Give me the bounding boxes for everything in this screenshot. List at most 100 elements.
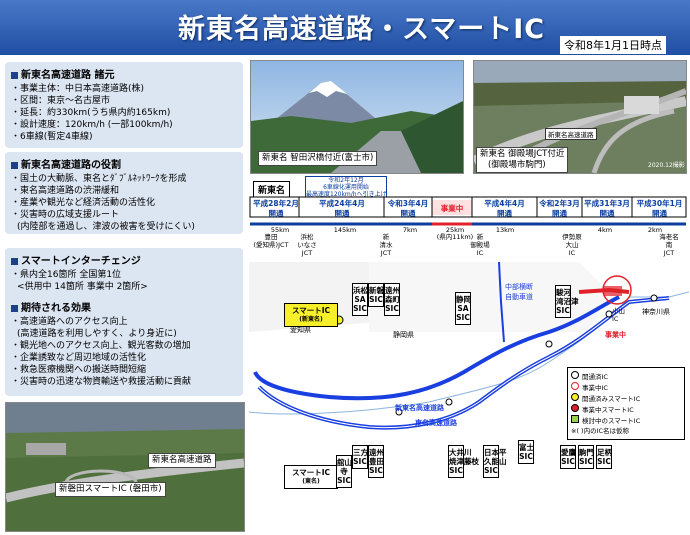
gotemba-caption: 新東名 御殿場JCT付近 (御殿場市駒門): [476, 147, 569, 173]
tl-open-2: 平成24年4月開通: [319, 199, 365, 218]
smart-item: 県内全16箇所 全国第1位: [11, 269, 237, 281]
timeline-dividers: [298, 197, 633, 217]
tl-open-4: 事業中: [440, 204, 464, 213]
bullet-square-icon: [11, 161, 18, 169]
tl-open-1: 平成28年2月開通: [253, 199, 299, 218]
old-sic-kanzanji: 舘山 寺 SIC: [336, 455, 352, 488]
new-sic-shizuoka: 静岡 SA SIC: [455, 292, 471, 325]
title-banner: 新東名高速道路・スマートIC 令和8年1月1日時点: [0, 0, 690, 55]
spec-item: 設計速度：120km/h (一部100km/h): [11, 119, 237, 131]
tl-from-2: 浜松 いなさ JCT: [297, 233, 317, 257]
role-panel: 新東名高速道路の役割 国土の大動脈、東名とﾀﾞﾌﾞﾙﾈｯﾄﾜｰｸを形成 東名高速…: [5, 152, 243, 234]
old-sic-kunozan: 日本平 久能山 SIC: [483, 445, 507, 478]
tl-open-5: 平成4年4月開通: [484, 199, 525, 218]
spec-item: 区間：東京～名古屋市: [11, 95, 237, 107]
tl-km-2: 145km: [333, 226, 357, 234]
new-sic-morimachi: 遠州 森町 SIC: [384, 283, 400, 316]
spec-panel: 新東名高速道路 諸元 事業主体：中日本高速道路(株) 区間：東京～名古屋市 延長…: [5, 62, 243, 148]
legend-item: 開通済みスマートIC: [571, 393, 681, 404]
tl-km-8: 2km: [647, 226, 663, 234]
smart-new-box: スマートIC(新東名): [284, 303, 338, 327]
chubu-label: 中部横断 自動車道: [505, 283, 533, 301]
page-title: 新東名高速道路・スマートIC: [178, 14, 546, 45]
old-sic-yaizu: 大井川 焼津藤枝 SIC: [448, 445, 479, 478]
jigyo-label: 事業中: [605, 331, 626, 339]
spec-item: 事業主体：中日本高速道路(株): [11, 83, 237, 95]
role-item: 東名高速道路の渋滞緩和: [11, 185, 237, 197]
old-sic-ashigara: 足柄 SIC: [596, 445, 612, 469]
role-item: 国土の大動脈、東名とﾀﾞﾌﾞﾙﾈｯﾄﾜｰｸを形成: [11, 173, 237, 185]
as-of-date: 令和8年1月1日時点: [560, 36, 666, 54]
new-tomei-line: [253, 295, 620, 401]
gotemba-photo: [473, 60, 687, 174]
tl-from-5: 新 御殿場 IC: [470, 233, 490, 257]
effects-item: 救急医療機関への搬送時間短縮: [11, 364, 237, 376]
tl-km-3: 7km: [402, 226, 418, 234]
effects-item: (高速道路を利用しやすく、より身近に): [17, 329, 177, 339]
tl-from-6: 伊勢原 大山 IC: [562, 233, 582, 257]
effects-list: 高速道路へのアクセス向上 (高速道路を利用しやすく、より身近に) 観光地へのアク…: [11, 316, 237, 388]
role-heading: 新東名高速道路の役割: [21, 160, 121, 171]
legend-note: ※( )内のIC名は仮称: [571, 427, 630, 435]
tl-open-7: 平成31年3月開通: [584, 199, 630, 218]
photo-date: 2020.12撮影: [648, 162, 685, 169]
effects-heading: 期待される効果: [21, 303, 91, 314]
smart-ic-panel: スマートインターチェンジ 県内全16箇所 全国第1位 <供用中 14箇所 事業中…: [5, 248, 243, 396]
role-list: 国土の大動脈、東名とﾀﾞﾌﾞﾙﾈｯﾄﾜｰｸを形成 東名高速道路の渋滞緩和 産業や…: [11, 173, 237, 233]
new-sic-shiniwata: 新磐田 SIC: [368, 283, 392, 307]
bullet-square-icon: [11, 257, 18, 265]
legend-item: 事業中IC: [571, 382, 681, 393]
smart-old-box: スマートIC(東名): [284, 465, 338, 489]
tl-open-6: 令和2年3月開通: [539, 199, 580, 218]
tl-km-1: 55km: [270, 226, 290, 234]
iwata-road-caption: 新東名高速道路: [148, 453, 216, 468]
aichi-area: [249, 262, 379, 332]
effects-item: 観光地へのアクセス向上、観光客数の増加: [11, 340, 237, 352]
koyama-label: 小山 IC: [612, 307, 625, 323]
legend-item: 事業中スマートIC: [571, 404, 681, 415]
new-sic-numazu: 駿河 湾沼津 SIC: [555, 285, 579, 318]
smart-list: 県内全16箇所 全国第1位 <供用中 14箇所 事業中 2箇所>: [11, 269, 237, 293]
old-sic-fuji: 富士 SIC: [518, 440, 534, 464]
shizuoka-area: [369, 262, 609, 332]
tl-open-3: 令和3年4月開通: [387, 199, 429, 218]
tl-km-7: 4km: [597, 226, 613, 234]
effects-item: 高速道路へのアクセス向上: [11, 316, 237, 328]
timeline-chart: [249, 196, 687, 226]
smart-heading: スマートインターチェンジ: [21, 256, 141, 267]
gotemba-photo-image: [474, 61, 686, 173]
role-item: 産業や観光など経済活動の活性化: [11, 197, 237, 209]
old-sic-ashitaka: 愛鷹 SIC: [560, 445, 576, 469]
kanagawa-label: 神奈川県: [642, 308, 670, 316]
effects-item: 企業誘致など周辺地域の活性化: [11, 352, 237, 364]
role-item: 災害時の広域支援ルート: [11, 209, 237, 221]
gotemba-road-label: 新東名高速道路: [545, 128, 597, 140]
bullet-square-icon: [11, 304, 18, 312]
old-sic-komakado: 駒門 SIC: [578, 445, 594, 469]
old-sic-mikatahara: 三方原 SIC: [352, 445, 376, 469]
ic-marker-icon: [395, 408, 403, 416]
role-item: (内陸部を通過し、津波の被害を受けにくい): [17, 222, 195, 232]
spec-heading: 新東名高速道路 諸元: [21, 70, 115, 81]
tl-from-4: (県内11km): [436, 233, 474, 241]
tl-km-4: 25km: [445, 226, 465, 234]
ic-marker-icon: [650, 294, 658, 302]
legend-item: 開通済IC: [571, 371, 681, 382]
bullet-square-icon: [11, 71, 18, 79]
ic-marker-icon: [545, 340, 553, 348]
spec-item: 6車線(暫定4車線): [11, 131, 237, 143]
smart-item: <供用中 14箇所 事業中 2箇所>: [17, 282, 148, 292]
tl-from-3: 新 清水 JCT: [379, 233, 393, 257]
aichi-label: 愛知県: [290, 326, 311, 334]
new-sic-hamamatsu: 浜松 SA SIC: [352, 283, 368, 316]
spec-list: 事業主体：中日本高速道路(株) 区間：東京～名古屋市 延長：約330km(うち県…: [11, 83, 237, 143]
tomei-label: 東名高速道路: [415, 419, 457, 427]
map-legend: 開通済IC 事業中IC 開通済みスマートIC 事業中スマートIC 検討中のスマー…: [567, 367, 685, 440]
spec-item: 延長：約330km(うち県内約165km): [11, 107, 237, 119]
jigyo-area: [604, 286, 622, 296]
iwata-ic-caption: 新磐田スマートIC (磐田市): [55, 482, 166, 497]
fuji-caption: 新東名 智田沢橋付近(富士市): [258, 151, 378, 166]
tl-km-5: 13km: [495, 226, 515, 234]
ic-marker-icon: [445, 398, 453, 406]
tl-from-1: 豊田 (愛知県)JCT: [253, 233, 289, 249]
